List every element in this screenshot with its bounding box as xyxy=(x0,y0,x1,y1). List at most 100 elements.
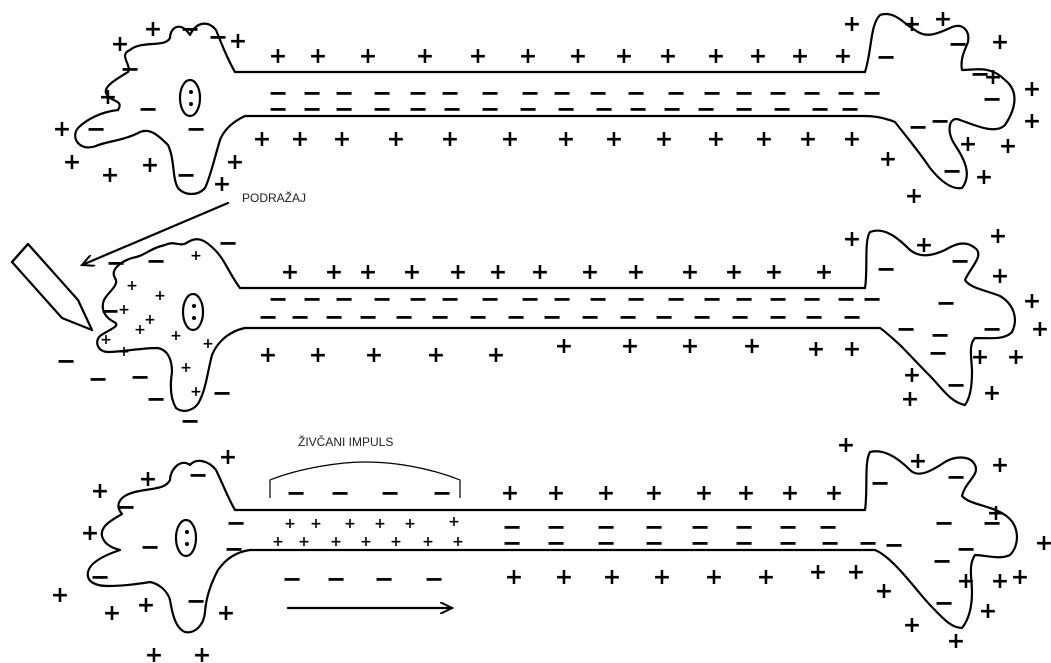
negative-charge: − xyxy=(374,565,394,593)
positive-charge: + xyxy=(843,227,861,252)
positive-charge: + xyxy=(597,481,615,506)
negative-charge: − xyxy=(180,407,200,435)
positive-charge: + xyxy=(101,163,119,188)
negative-charge: − xyxy=(734,79,754,107)
positive-charge: + xyxy=(909,449,927,474)
positive-charge: + xyxy=(984,65,1002,90)
positive-charge: + xyxy=(501,127,519,152)
negative-charge: − xyxy=(862,79,882,107)
positive-charge-small: + xyxy=(452,534,464,550)
negative-charge: − xyxy=(626,285,646,313)
negative-charge: − xyxy=(326,565,346,593)
positive-charge: + xyxy=(309,44,327,69)
negative-charge: − xyxy=(644,513,664,541)
positive-charge: + xyxy=(259,343,277,368)
negative-charge: − xyxy=(896,315,916,343)
positive-charge: + xyxy=(555,565,573,590)
positive-charge: + xyxy=(145,643,163,663)
negative-charge: − xyxy=(224,535,244,563)
negative-charge: − xyxy=(696,95,716,123)
negative-charge: − xyxy=(140,533,160,561)
positive-charge: + xyxy=(621,334,639,359)
positive-charge: + xyxy=(51,583,69,608)
negative-charge: − xyxy=(208,23,228,51)
negative-charge: − xyxy=(302,79,322,107)
positive-charge: + xyxy=(843,127,861,152)
negative-charge: − xyxy=(86,115,106,143)
negative-charge: − xyxy=(928,339,948,367)
stimulus-arrow xyxy=(82,201,230,265)
negative-charge: − xyxy=(138,95,158,123)
negative-charge: − xyxy=(88,365,108,393)
positive-charge: + xyxy=(111,32,129,57)
positive-charge: + xyxy=(627,260,645,285)
negative-charge: − xyxy=(268,285,288,313)
positive-charge: + xyxy=(903,363,921,388)
positive-charge: + xyxy=(755,127,773,152)
positive-charge: + xyxy=(387,127,405,152)
negative-charge: − xyxy=(768,79,788,107)
positive-charge-small: + xyxy=(190,248,202,264)
negative-charge: − xyxy=(692,303,712,331)
negative-charge: − xyxy=(480,95,500,123)
positive-charge-small: + xyxy=(190,384,202,400)
negative-charge: − xyxy=(876,255,896,283)
positive-charge: + xyxy=(219,445,237,470)
negative-charge: − xyxy=(956,535,976,563)
negative-charge: − xyxy=(932,547,952,575)
positive-charge-small: + xyxy=(390,534,402,550)
positive-charge: + xyxy=(947,629,965,654)
negative-charge: − xyxy=(502,513,522,541)
positive-charge-small: + xyxy=(298,534,310,550)
negative-charge: − xyxy=(626,79,646,107)
negative-charge: − xyxy=(334,79,354,107)
negative-charge: − xyxy=(372,95,392,123)
negative-charges: −−−−−−−−−−−−−−−−−−−−−−−−−−−−−−−−−−−−−−−−… xyxy=(56,15,1002,617)
positive-charge: + xyxy=(975,165,993,190)
negative-charge: − xyxy=(936,289,956,317)
positive-charge: + xyxy=(519,44,537,69)
negative-charge: − xyxy=(130,363,150,391)
negative-charge: − xyxy=(480,79,500,107)
negative-charge: − xyxy=(690,529,710,557)
positive-charge: + xyxy=(979,599,997,624)
negative-charge: − xyxy=(734,529,754,557)
negative-charge: − xyxy=(934,589,954,617)
stimulus-probe xyxy=(10,242,94,332)
positive-charge: + xyxy=(901,387,919,412)
positive-charge-small: + xyxy=(360,534,372,550)
positive-charge: + xyxy=(359,44,377,69)
positive-charge: + xyxy=(469,44,487,69)
negative-charge: − xyxy=(930,107,950,135)
positive-charge: + xyxy=(695,481,713,506)
positive-charge: + xyxy=(707,44,725,69)
negative-charge: − xyxy=(282,565,302,593)
positive-charge: + xyxy=(1007,345,1025,370)
positive-charge-small: + xyxy=(180,360,192,376)
negative-charge: − xyxy=(836,285,856,313)
impulse-bracket xyxy=(269,461,461,498)
negative-charge: − xyxy=(408,95,428,123)
positive-charge: + xyxy=(605,127,623,152)
positive-charge: + xyxy=(441,127,459,152)
negative-charge: − xyxy=(970,60,990,88)
negative-charge: − xyxy=(268,95,288,123)
positive-charge: + xyxy=(809,560,827,585)
positive-charge: + xyxy=(281,260,299,285)
positive-charge: + xyxy=(555,334,573,359)
negative-charge: − xyxy=(186,115,206,143)
positive-charge: + xyxy=(63,150,81,175)
negative-charge: − xyxy=(302,285,322,313)
positive-charge: + xyxy=(653,565,671,590)
negative-charge: − xyxy=(268,79,288,107)
positive-charge: + xyxy=(905,184,923,209)
positive-charge: + xyxy=(843,12,861,37)
positive-charge: + xyxy=(957,569,975,594)
positive-charge: + xyxy=(489,260,507,285)
positive-charge: + xyxy=(193,643,211,663)
positive-charge: + xyxy=(903,613,921,638)
positive-charge: + xyxy=(365,343,383,368)
nucleus xyxy=(181,292,205,332)
positive-charge-small: + xyxy=(144,312,156,328)
